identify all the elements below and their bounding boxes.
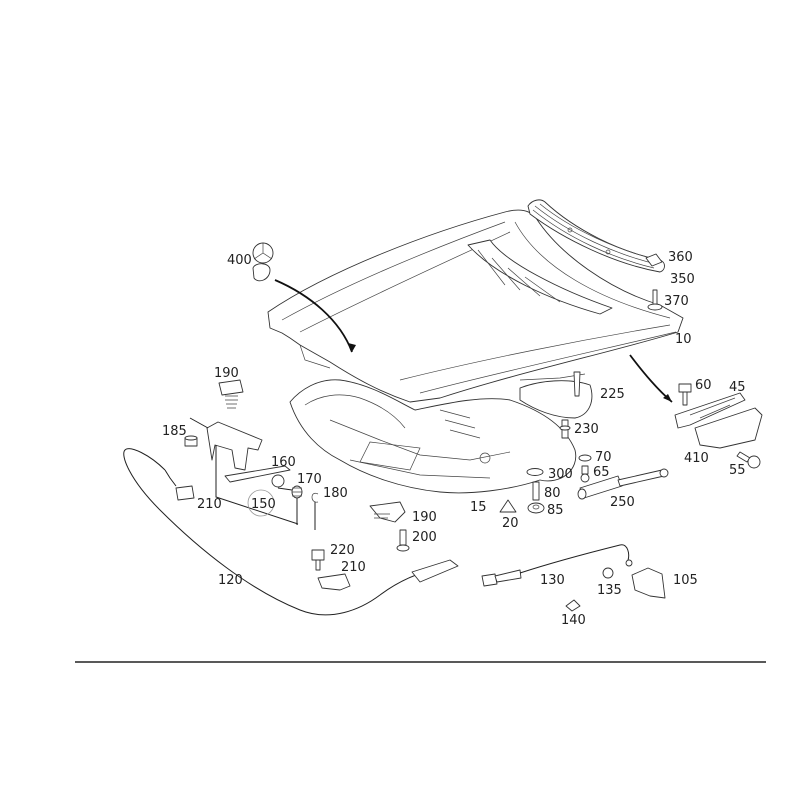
spring-part-170[interactable]: [291, 485, 303, 499]
ball-stud-part-65[interactable]: [580, 465, 590, 483]
part-label-300[interactable]: 300: [548, 467, 573, 482]
part-label-20[interactable]: 20: [502, 516, 519, 531]
part-label-10[interactable]: 10: [675, 332, 692, 347]
part-label-360[interactable]: 360: [668, 250, 693, 265]
part-label-130[interactable]: 130: [540, 573, 565, 588]
arrow-head: [663, 394, 672, 402]
emblem-arrow: [274, 279, 353, 353]
clip-part-360[interactable]: [645, 253, 663, 267]
latch-lever-part-160[interactable]: [224, 465, 291, 488]
part-label-140[interactable]: 140: [561, 613, 586, 628]
part-label-180[interactable]: 180: [323, 486, 348, 501]
bolt-part-60[interactable]: [678, 383, 692, 406]
retaining-clip-part-180[interactable]: [311, 492, 319, 503]
part-label-160[interactable]: 160: [271, 455, 296, 470]
part-label-80[interactable]: 80: [544, 486, 561, 501]
release-cable-part-130[interactable]: [481, 544, 633, 587]
part-label-225[interactable]: 225: [600, 387, 625, 402]
part-label-220[interactable]: 220: [330, 543, 355, 558]
clip-ring-part-135[interactable]: [602, 567, 614, 579]
part-label-250[interactable]: 250: [610, 495, 635, 510]
bolt-part-55[interactable]: [736, 451, 761, 469]
part-label-210-left[interactable]: 210: [197, 497, 222, 512]
insulation-mat-part[interactable]: [289, 379, 577, 494]
part-label-45[interactable]: 45: [729, 380, 746, 395]
screw-part-370[interactable]: [647, 289, 663, 311]
part-label-400[interactable]: 400: [227, 253, 252, 268]
part-label-70[interactable]: 70: [595, 450, 612, 465]
hood-lock-part-upper[interactable]: [218, 379, 244, 409]
part-label-60[interactable]: 60: [695, 378, 712, 393]
part-label-150[interactable]: 150: [251, 497, 276, 512]
arrow-head: [348, 343, 356, 352]
cable-connector-part-left[interactable]: [175, 485, 195, 501]
part-label-65[interactable]: 65: [593, 465, 610, 480]
star-emblem-part[interactable]: [252, 242, 274, 282]
part-label-105[interactable]: 105: [673, 573, 698, 588]
part-label-190-lower[interactable]: 190: [412, 510, 437, 525]
part-label-120[interactable]: 120: [218, 573, 243, 588]
part-label-350[interactable]: 350: [670, 272, 695, 287]
part-label-410[interactable]: 410: [684, 451, 709, 466]
part-label-170[interactable]: 170: [297, 472, 322, 487]
grommet-part-85[interactable]: [527, 502, 545, 514]
gas-strut-part[interactable]: [577, 468, 669, 500]
hinge-arrow: [629, 354, 673, 403]
bolt-part-220[interactable]: [311, 549, 325, 571]
part-label-370[interactable]: 370: [664, 294, 689, 309]
cable-connector-part-lower[interactable]: [317, 573, 351, 591]
callout-lines-150: [189, 417, 316, 530]
part-label-210-lower[interactable]: 210: [341, 560, 366, 575]
part-label-55[interactable]: 55: [729, 463, 746, 478]
part-label-230[interactable]: 230: [574, 422, 599, 437]
o-ring-part-300[interactable]: [526, 468, 544, 476]
part-label-190-upper[interactable]: 190: [214, 366, 239, 381]
clip-part-20[interactable]: [499, 499, 517, 513]
part-label-15[interactable]: 15: [470, 500, 487, 515]
washer-part-70[interactable]: [578, 454, 592, 462]
handle-part-105[interactable]: [631, 567, 666, 599]
support-bracket-part[interactable]: [519, 371, 593, 419]
part-label-135[interactable]: 135: [597, 583, 622, 598]
rivet-part[interactable]: [559, 419, 571, 439]
hood-lock-part-lower[interactable]: [369, 501, 406, 523]
release-handle-part[interactable]: [411, 559, 459, 583]
bolt-part-200[interactable]: [396, 529, 410, 552]
latch-bracket-part[interactable]: [206, 421, 263, 471]
part-label-185[interactable]: 185: [162, 424, 187, 439]
hood-part[interactable]: [267, 209, 684, 403]
stud-part-80[interactable]: [532, 481, 540, 501]
callout-circle-150: [247, 489, 275, 517]
part-label-85[interactable]: 85: [547, 503, 564, 518]
hinge-cover-part[interactable]: [694, 407, 763, 449]
release-cable-part[interactable]: [123, 448, 441, 616]
clip-nut-part-140[interactable]: [565, 599, 581, 612]
hood-hinge-part[interactable]: [674, 392, 746, 429]
bumper-part-185[interactable]: [184, 435, 198, 447]
part-label-200[interactable]: 200: [412, 530, 437, 545]
